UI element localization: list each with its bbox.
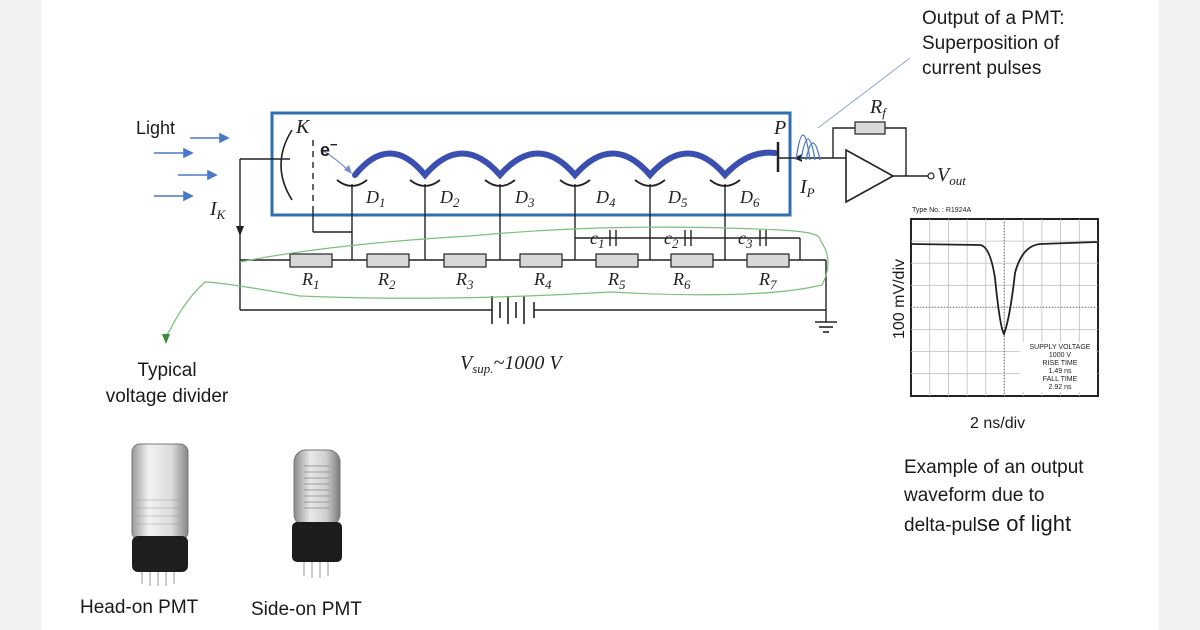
divider-caption-line1: Typical bbox=[137, 360, 197, 381]
resistor-label-6: R6 bbox=[672, 269, 691, 292]
scope-display bbox=[910, 218, 1099, 397]
output-title-line3: current pulses bbox=[922, 58, 1042, 79]
pmt-envelope bbox=[270, 111, 792, 217]
divider-highlight-outline bbox=[165, 226, 829, 339]
example-caption-line1: Example of an output bbox=[904, 457, 1084, 478]
label-ip: IP bbox=[799, 176, 815, 200]
scope-grid bbox=[911, 219, 1098, 396]
capacitor-label-2: c2 bbox=[664, 228, 679, 251]
dynode-label-6: D6 bbox=[739, 187, 760, 210]
dynode-label-5: D5 bbox=[667, 187, 688, 210]
light-arrows bbox=[154, 132, 230, 202]
side-on-pmt-image bbox=[292, 449, 342, 578]
scope-y-label: 100 mV/div bbox=[891, 258, 909, 340]
head-on-caption: Head-on PMT bbox=[80, 597, 199, 618]
resistor-labels: R1 R2 R3 R4 R5 R6 R7 bbox=[301, 269, 777, 292]
amplifier-triangle bbox=[845, 148, 895, 204]
scope-supply-value: 1000 V bbox=[1048, 352, 1072, 359]
pulse-callout-line bbox=[817, 57, 911, 129]
dynode-label-1: D1 bbox=[365, 187, 386, 210]
capacitor-label-3: c3 bbox=[738, 228, 753, 251]
cathode-arc bbox=[280, 129, 293, 201]
scope-waveform bbox=[911, 241, 1098, 336]
divider-caption: Typical voltage divider bbox=[92, 358, 242, 410]
label-ik: IK bbox=[209, 198, 227, 222]
resistor-label-7: R7 bbox=[758, 269, 777, 292]
circuit-labels: K P IK IP Rf Vout Vsup.~1000 V bbox=[209, 96, 966, 376]
scope-supply-label: SUPPLY VOLTAGE bbox=[1029, 344, 1091, 351]
divider-pointer-arrowhead bbox=[162, 334, 170, 344]
vout-terminal bbox=[927, 172, 935, 180]
capacitor-label-1: c1 bbox=[590, 228, 605, 251]
ground-symbol bbox=[815, 321, 837, 333]
resistor-label-4: R4 bbox=[533, 269, 552, 292]
capacitor-labels: c1 c2 c3 bbox=[590, 228, 753, 251]
scope-fall-label: FALL TIME bbox=[1042, 376, 1078, 383]
dynode-label-4: D4 bbox=[595, 187, 616, 210]
example-caption-line2: waveform due to bbox=[904, 485, 1045, 506]
scope-rise-label: RISE TIME bbox=[1042, 360, 1078, 367]
scope-info: SUPPLY VOLTAGE 1000 V RISE TIME 1.49 ns … bbox=[1022, 344, 1098, 392]
output-title-line2: Superposition of bbox=[922, 33, 1060, 54]
example-caption: Example of an output waveform due to del… bbox=[904, 454, 1084, 540]
dynode-labels: D1 D2 D3 D4 D5 D6 bbox=[365, 187, 760, 210]
label-rf: Rf bbox=[869, 96, 888, 120]
capacitors bbox=[609, 230, 767, 246]
ip-arrowhead bbox=[794, 154, 802, 162]
resistor-label-5: R5 bbox=[607, 269, 626, 292]
rf-resistor bbox=[854, 121, 886, 135]
label-vsup: Vsup.~1000 V bbox=[460, 352, 564, 376]
dynode-label-3: D3 bbox=[514, 187, 535, 210]
electron-path bbox=[352, 149, 778, 180]
electron-arrowhead bbox=[344, 165, 352, 174]
output-title-line1: Output of a PMT: bbox=[922, 8, 1065, 29]
resistor-label-1: R1 bbox=[301, 269, 320, 292]
divider-caption-line2: voltage divider bbox=[105, 386, 229, 407]
dynode-label-2: D2 bbox=[439, 187, 460, 210]
output-callout: Output of a PMT: Superposition of curren… bbox=[922, 6, 1065, 81]
battery-symbol bbox=[491, 296, 535, 324]
label-vout: Vout bbox=[937, 164, 966, 188]
scope-rise-value: 1.49 ns bbox=[1048, 368, 1072, 375]
divider-resistors bbox=[289, 253, 790, 268]
head-on-pmt-image bbox=[131, 443, 189, 586]
resistor-label-2: R2 bbox=[377, 269, 396, 292]
output-pulses bbox=[795, 134, 821, 161]
label-cathode: K bbox=[295, 116, 311, 138]
example-caption-line3: delta-pulse of light bbox=[904, 511, 1072, 536]
feedback-wire bbox=[832, 127, 907, 176]
scope-type-number: Type No. : R1924A bbox=[912, 207, 972, 214]
scope-fall-value: 2.92 ns bbox=[1048, 384, 1072, 391]
dynode-cups bbox=[336, 179, 741, 187]
scope-x-label: 2 ns/div bbox=[970, 415, 1026, 432]
light-label: Light bbox=[136, 118, 176, 138]
resistor-label-3: R3 bbox=[455, 269, 474, 292]
side-on-caption: Side-on PMT bbox=[251, 599, 362, 620]
label-electron: e− bbox=[320, 137, 338, 160]
ik-arrowhead bbox=[236, 226, 244, 236]
label-anode: P bbox=[773, 117, 786, 139]
